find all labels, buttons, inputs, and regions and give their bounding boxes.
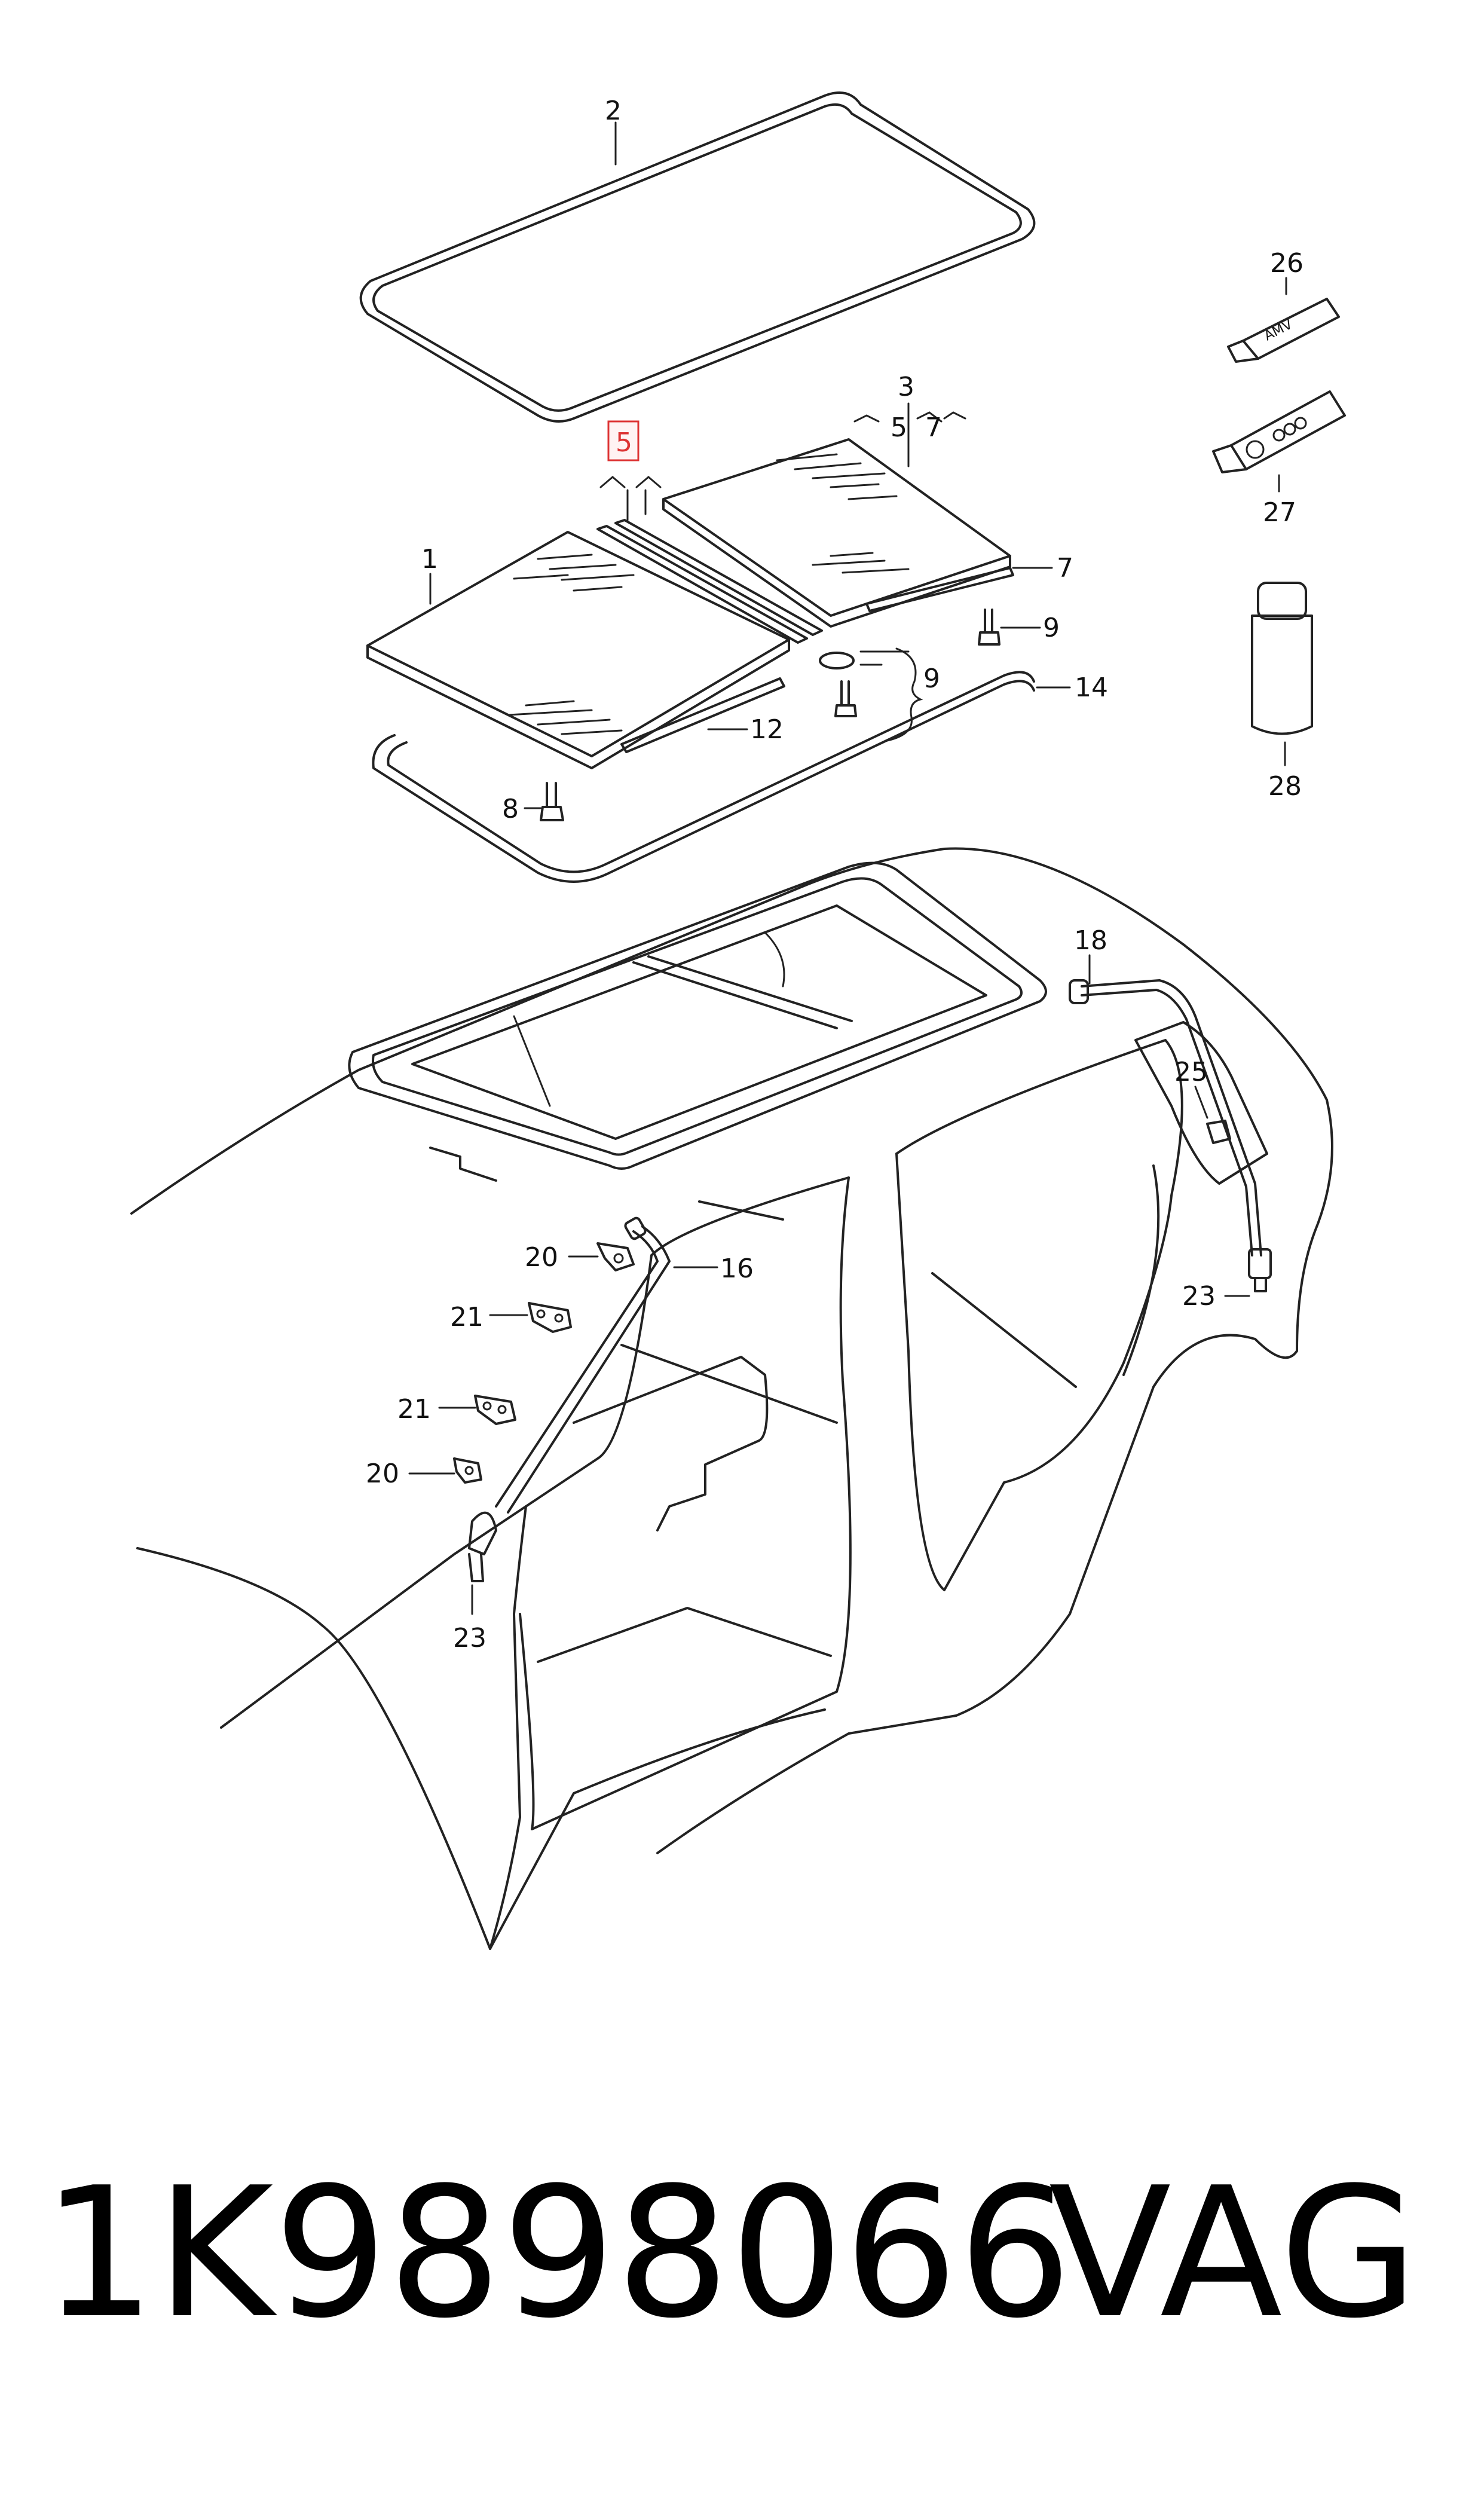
callouts: 2 1 3 5 7 5 7 9 9 12 14 8 18 16 20 21 21… [366,96,1304,1653]
callout-8: 8 [502,794,519,824]
washer-9 [819,652,855,669]
brand-name: VAG [1048,2149,1418,2358]
callout-18: 18 [1074,925,1107,956]
callout-3-sub-7: 7 [925,412,942,443]
middle-seal-strips [596,519,823,644]
callout-23-front: 23 [453,1623,486,1653]
callout-28: 28 [1268,771,1302,802]
callout-27: 27 [1263,497,1296,528]
callout-14: 14 [1075,672,1108,703]
clip-20-bottom [453,1457,482,1484]
drain-hose-rear [1069,979,1272,1292]
front-strip [620,677,785,753]
callout-23-rear: 23 [1182,1281,1216,1312]
callout-12: 12 [750,714,784,745]
footer: 1K9898066 VAG [0,2128,1484,2379]
highlight-box-5 [607,420,640,461]
screw-9-bottom [834,680,857,717]
screw-8 [540,782,564,821]
callout-5-highlighted: 5 [616,427,632,458]
callout-9-top: 9 [1043,613,1060,643]
clip-20-top [596,1242,635,1271]
part-number: 1K9898066 [42,2149,1072,2358]
callout-1: 1 [421,544,438,574]
callout-7: 7 [1057,553,1073,583]
bottle-28 [1251,582,1313,735]
drain-hose-front [468,1216,671,1555]
tube-27 [1212,390,1346,473]
lower-frame-seal [372,671,1035,883]
tube-26-label: AMV [1262,317,1295,344]
tube-26: AMV [1227,298,1340,363]
front-glass-panel [366,531,790,769]
edge-strip [865,567,1014,612]
callout-26: 26 [1270,248,1304,279]
callout-25: 25 [1174,1057,1208,1087]
callout-9-bottom: 9 [923,664,940,694]
rear-glass-panel [662,438,1011,628]
callout-20-top: 20 [525,1242,558,1273]
screw-9-top [978,609,1000,646]
drain-valve-23-front [468,1553,484,1582]
callout-3: 3 [898,372,914,402]
callout-21-bottom: 21 [397,1394,431,1424]
clip-25 [1206,1120,1231,1144]
callout-21-top: 21 [450,1302,484,1332]
callout-16: 16 [720,1254,754,1284]
car-body-outline [130,847,1333,1950]
clip-21-bottom [474,1395,516,1425]
callout-2: 2 [605,96,622,126]
clip-21-top [528,1302,572,1333]
leader-lines [408,121,1287,1615]
sunroof-opening [348,861,1047,1182]
roof-seal-frame [359,91,1036,423]
callout-3-sub-5: 5 [891,412,907,443]
callout-20-bottom: 20 [366,1459,399,1489]
